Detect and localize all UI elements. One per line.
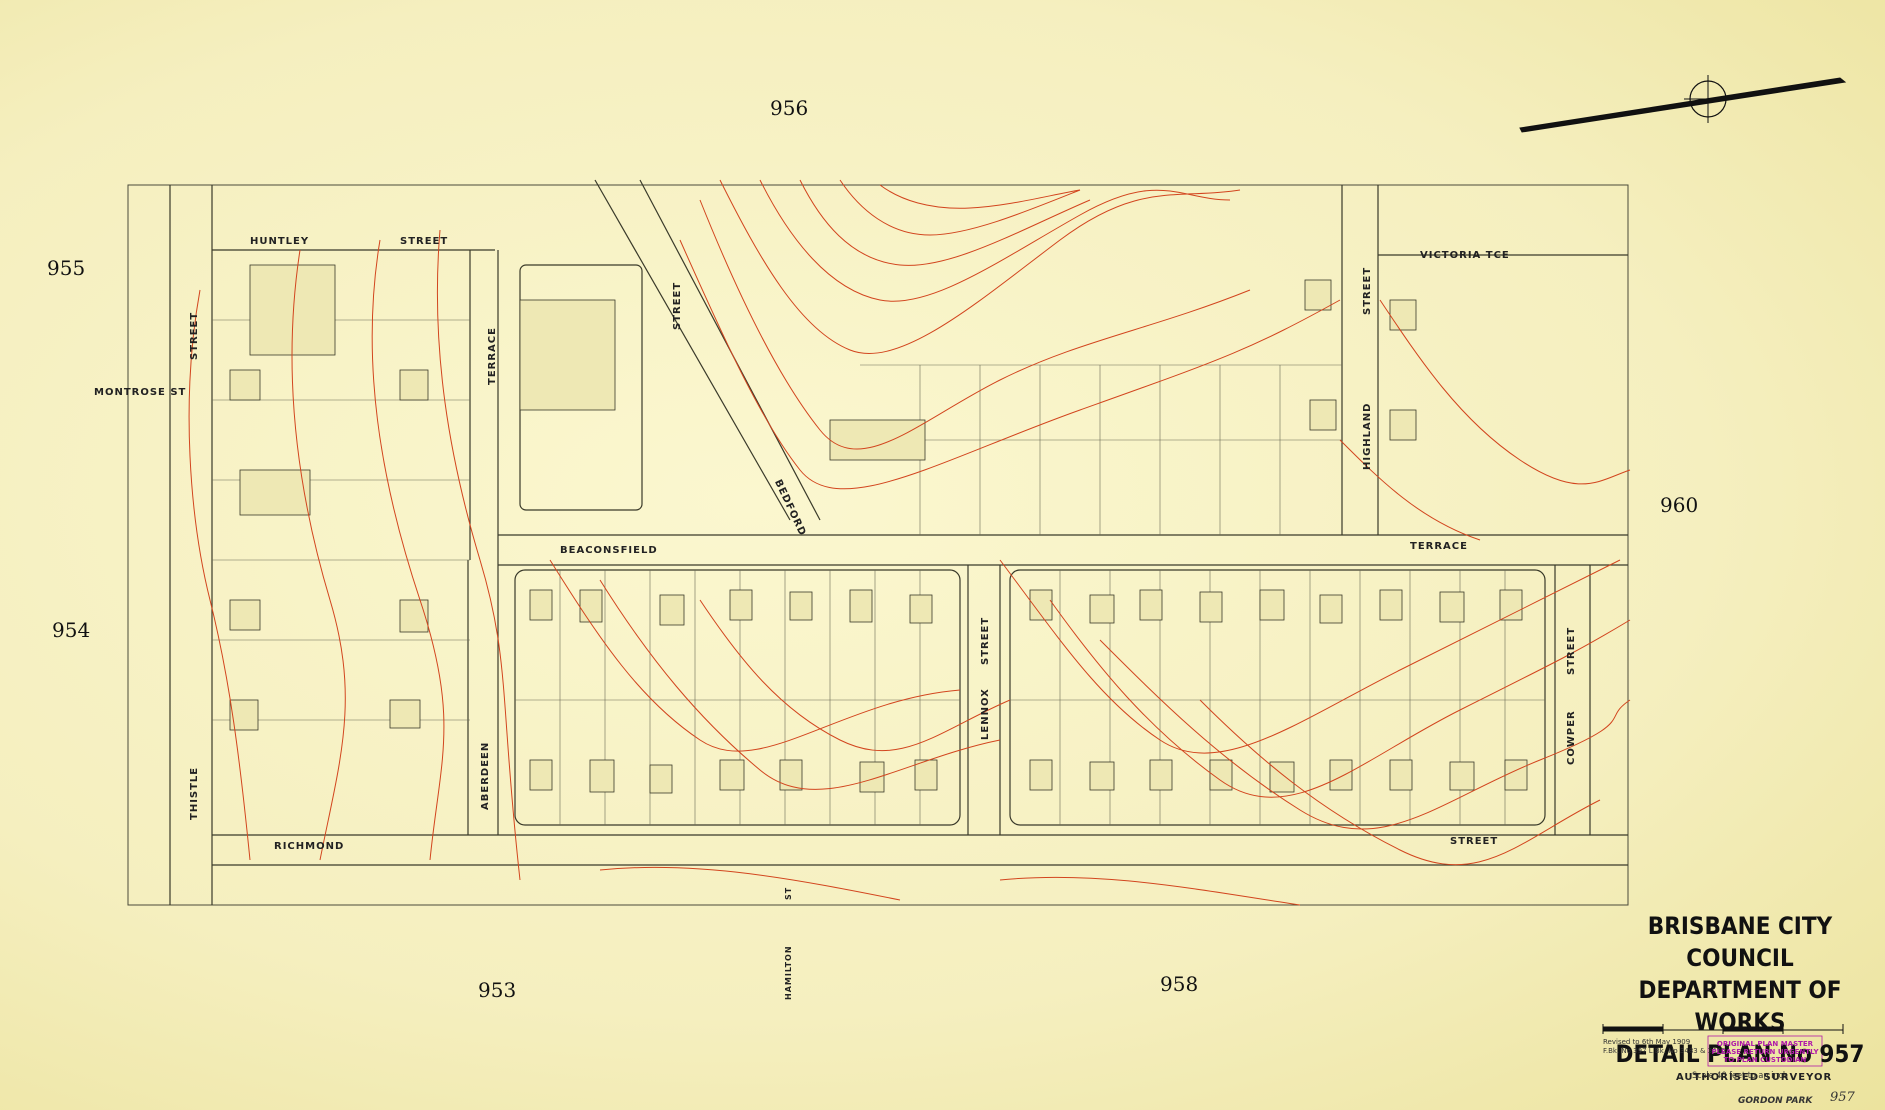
- street-label-highland-street: STREET: [1362, 266, 1373, 315]
- scale-label: Scale 40 feet to an inch: [1691, 1071, 1789, 1081]
- street-label-terrace-horizontal: TERRACE: [1410, 541, 1468, 552]
- street-label-cowper: COWPER: [1566, 710, 1577, 765]
- street-label-lennox: LENNOX: [980, 688, 991, 740]
- adjacent-sheet-955: 955: [47, 256, 86, 280]
- title-department: DEPARTMENT OF WORKS: [1638, 976, 1842, 1036]
- street-label-terrace-vertical: TERRACE: [487, 327, 498, 385]
- revised-date: Revised to 6th May 1909: [1603, 1038, 1691, 1046]
- locality-label: GORDON PARK: [1738, 1096, 1813, 1106]
- north-arrow: [1519, 75, 1847, 133]
- street-label-richmond-street: STREET: [1450, 836, 1499, 847]
- street-label-lennox-street: STREET: [980, 616, 991, 665]
- custodian-stamp: ORIGINAL PLAN MASTER PLEASE RETURN URGEN…: [1711, 1040, 1819, 1064]
- buildings: [229, 264, 1528, 794]
- street-label-cowper-street: STREET: [1566, 626, 1577, 675]
- street-label-victoria-tce: VICTORIA TCE: [1420, 250, 1510, 261]
- stamp-border: [1707, 1035, 1823, 1067]
- street-label-thistle: THISTLE: [189, 766, 200, 820]
- title-block: BRISBANE CITY COUNCIL DEPARTMENT OF WORK…: [1600, 910, 1880, 1082]
- adjacent-sheet-960: 960: [1660, 493, 1699, 517]
- street-label-highland: HIGHLAND: [1362, 402, 1373, 470]
- map-frame: [127, 184, 1629, 906]
- contour-lines: [188, 179, 1631, 906]
- street-label-beaconsfield: BEACONSFIELD: [560, 545, 658, 556]
- adjacent-sheet-953: 953: [478, 978, 517, 1002]
- street-label-thistle-street: STREET: [189, 311, 200, 360]
- corner-plan-number: 957: [1830, 1090, 1855, 1105]
- title-plan-number: DETAIL PLAN No 957: [1615, 1040, 1865, 1068]
- street-label-hamilton-st: ST: [784, 886, 793, 900]
- surveyor-label: AUTHORISED SURVEYOR: [1676, 1072, 1833, 1083]
- street-label-richmond: RICHMOND: [274, 841, 345, 852]
- road-network: [169, 179, 1628, 905]
- adjacent-sheet-956: 956: [770, 96, 809, 120]
- title-council: BRISBANE CITY COUNCIL: [1647, 912, 1833, 972]
- scale-bar: [1602, 1024, 1844, 1034]
- street-label-huntley-street: STREET: [400, 236, 449, 247]
- adjacent-sheet-954: 954: [52, 618, 91, 642]
- street-label-huntley: HUNTLEY: [250, 236, 310, 247]
- adjacent-sheet-958: 958: [1160, 972, 1199, 996]
- street-label-hamilton: HAMILTON: [784, 945, 793, 1000]
- street-label-bedford-street: STREET: [672, 281, 683, 330]
- street-label-aberdeen: ABERDEEN: [480, 741, 491, 810]
- street-label-montrose: MONTROSE ST: [94, 387, 187, 398]
- field-book-refs: F.Bk. No 397 L.Bk. No 3483 & 3490: [1603, 1047, 1726, 1055]
- revision-note: Revised to 6th May 1909 F.Bk. No 397 L.B…: [1603, 1038, 1725, 1056]
